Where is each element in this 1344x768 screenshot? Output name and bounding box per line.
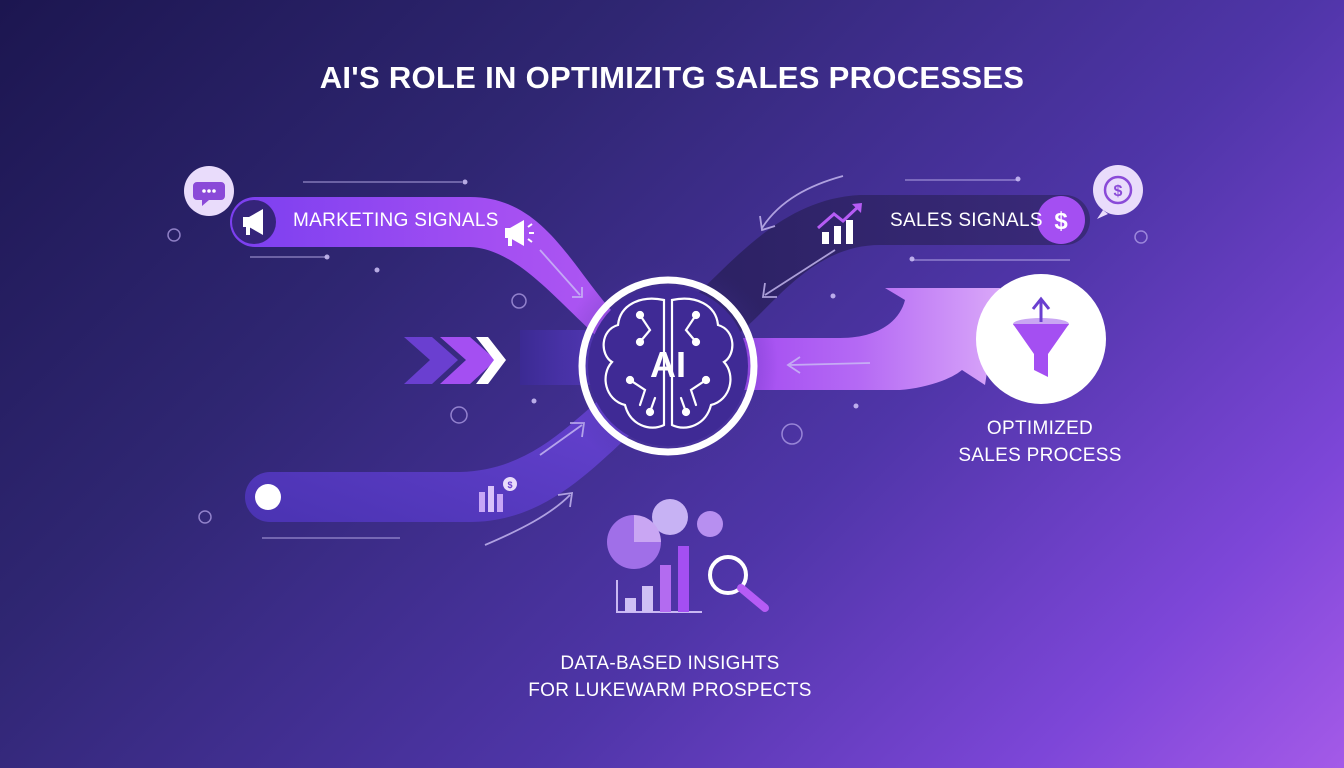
svg-text:$: $: [507, 480, 512, 490]
start-node-icon: [255, 484, 281, 510]
optimized-label-line1: OPTIMIZED: [986, 418, 1094, 439]
chevrons-right-icon: [404, 337, 506, 384]
background-lines: [250, 179, 1070, 539]
marketing-stream: [230, 197, 680, 390]
brain-circuit-icon: [602, 297, 734, 429]
insights-label-line1: DATA-BASED INSIGHTS: [560, 653, 780, 674]
chat-bubble-icon: [184, 166, 234, 216]
insights-label: DATA-BASED INSIGHTS FOR LUKEWARM PROSPEC…: [520, 650, 820, 704]
svg-text:$: $: [1114, 183, 1123, 200]
svg-text:$: $: [1054, 208, 1068, 235]
lukewarm-stream: [245, 375, 660, 522]
background-particles: [167, 228, 1148, 524]
megaphone-badge-icon: [232, 200, 276, 244]
marketing-signals-label: MARKETING SIGNALS: [293, 210, 499, 231]
page-title: AI'S ROLE IN OPTIMIZITG SALES PROCESSES: [319, 60, 1025, 95]
optimized-label-line2: SALES PROCESS: [958, 445, 1122, 466]
funnel-icon: [976, 274, 1106, 404]
analytics-magnifier-icon: [607, 499, 769, 613]
ai-core: [578, 276, 758, 456]
insights-label-line2: FOR LUKEWARM PROSPECTS: [528, 680, 812, 701]
sales-signals-label: SALES SIGNALS: [890, 210, 1043, 231]
megaphone-icon: [505, 220, 534, 246]
growth-chart-icon: [817, 203, 862, 244]
ai-core-label: AI: [650, 344, 686, 385]
dollar-bubble-icon: $: [1093, 165, 1143, 219]
analytics-small-icon: $: [479, 477, 517, 512]
dollar-icon: $: [1037, 196, 1085, 244]
optimized-sales-process-label: OPTIMIZED SALES PROCESS: [940, 415, 1140, 469]
